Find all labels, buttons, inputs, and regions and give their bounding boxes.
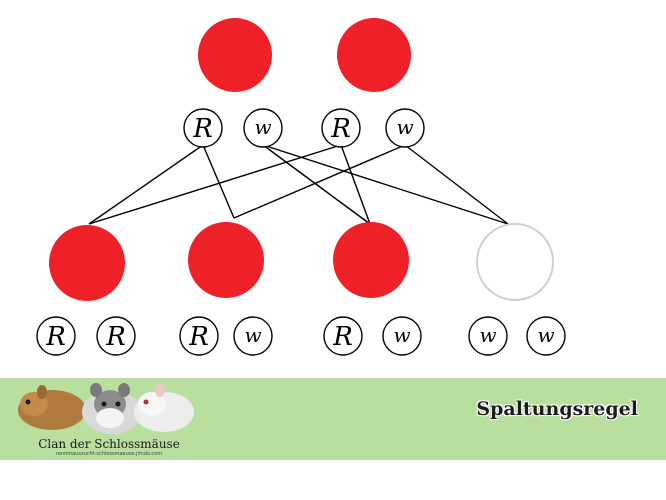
offspring-phenotype-circle	[49, 225, 125, 301]
allele-label: w	[537, 323, 554, 347]
offspring-allele: w	[468, 316, 508, 356]
offspring-allele: R	[36, 316, 76, 356]
allele-label: R	[330, 114, 351, 144]
allele-label: R	[45, 322, 66, 352]
offspring-allele: R	[96, 316, 136, 356]
inheritance-line	[88, 144, 342, 225]
inheritance-line	[233, 144, 406, 219]
logo-url: rennmauszucht-schlossmaeuse.jimdo.com	[55, 451, 163, 457]
diagram-title: Spaltungsregel	[476, 398, 638, 420]
parent-phenotype-circle	[337, 18, 411, 92]
parent-allele: R	[321, 108, 361, 148]
offspring-allele: R	[179, 316, 219, 356]
allele-label: R	[188, 322, 209, 352]
gerbil-logo-image	[18, 383, 194, 434]
parent-allele: w	[385, 108, 425, 148]
inheritance-line	[202, 144, 235, 219]
parent-allele: R	[183, 108, 223, 148]
allele-label: R	[332, 322, 353, 352]
offspring-phenotype-circle	[188, 222, 264, 298]
allele-label: w	[393, 323, 410, 347]
parent-phenotype-circle	[198, 18, 272, 92]
inheritance-line	[262, 144, 371, 225]
allele-label: R	[192, 114, 213, 144]
offspring-phenotype-circle	[476, 223, 554, 301]
allele-label: w	[396, 115, 413, 139]
inheritance-line	[340, 144, 371, 225]
offspring-allele: w	[526, 316, 566, 356]
inheritance-line	[262, 144, 509, 225]
allele-label: w	[479, 323, 496, 347]
allele-label: w	[244, 323, 261, 347]
offspring-allele: R	[323, 316, 363, 356]
offspring-phenotype-circle	[333, 222, 409, 298]
offspring-allele: w	[233, 316, 273, 356]
allele-label: R	[105, 322, 126, 352]
allele-label: w	[254, 115, 271, 139]
offspring-allele: w	[382, 316, 422, 356]
inheritance-line	[88, 144, 204, 225]
logo-name: Clan der Schlossmäuse	[38, 437, 180, 451]
inheritance-line	[404, 144, 509, 225]
parent-allele: w	[243, 108, 283, 148]
